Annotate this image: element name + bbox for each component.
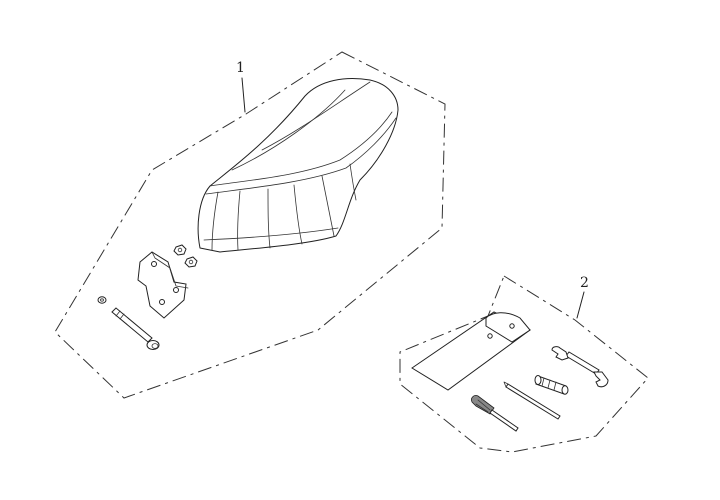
socket-spanner — [534, 375, 569, 395]
pouch-flap — [485, 312, 531, 343]
bolt-head — [146, 340, 160, 350]
callout-1-leader — [241, 77, 246, 113]
bracket-flange — [151, 251, 189, 289]
screwdriver — [471, 395, 519, 432]
callout-1-label: 1 — [236, 60, 245, 76]
callout-2-label: 2 — [580, 275, 589, 291]
group-1-dashed-boundary — [54, 51, 446, 399]
nut-lower — [184, 256, 198, 268]
pouch-grommet-1 — [487, 333, 493, 339]
hinge-nuts — [173, 244, 198, 268]
callout-2-leader — [576, 291, 585, 319]
seat-seam-1 — [211, 191, 219, 251]
wrench-head-left — [551, 346, 569, 361]
pouch-grommet-2 — [509, 323, 515, 329]
bracket-hole-low — [159, 299, 165, 305]
seat-seam-2 — [237, 190, 241, 251]
washer — [97, 296, 107, 304]
socket-ribs — [541, 377, 557, 391]
bolt-thread — [111, 307, 125, 320]
seat-seam-6 — [349, 163, 357, 201]
wrench-body — [565, 351, 600, 375]
seat-seam-3 — [267, 188, 271, 249]
seat-seam-4 — [293, 184, 303, 245]
seat-side-edge — [205, 117, 397, 195]
bolt-head-face — [151, 343, 159, 349]
bracket-hole-top — [151, 261, 157, 267]
seat-upper-rib — [231, 89, 346, 171]
seat-base-line — [203, 227, 339, 241]
group-1-seat-assembly: 1 — [54, 51, 446, 399]
bracket-hole-mid — [173, 287, 179, 293]
washer-outer — [97, 296, 107, 304]
seat-seam-5 — [321, 175, 335, 237]
seat-hinge-bracket — [137, 251, 189, 319]
seat — [197, 78, 399, 253]
seat-mid-rib — [261, 81, 371, 151]
open-end-wrench — [551, 346, 609, 388]
seat-outline — [197, 78, 399, 253]
nut-lower-hole — [188, 259, 194, 265]
group-2-tool-kit: 2 — [399, 275, 649, 453]
socket-end-left — [534, 375, 542, 385]
socket-end-right — [561, 385, 569, 395]
washer-inner — [100, 298, 104, 302]
bracket-plate — [137, 251, 187, 319]
tool-pouch — [411, 311, 531, 391]
tommy-bar-tip — [503, 381, 509, 388]
nut-upper-hole — [177, 247, 183, 253]
tommy-bar — [503, 381, 561, 420]
group-2-dashed-boundary — [399, 275, 649, 453]
seat-top-edge — [209, 111, 393, 187]
hinge-bolt — [111, 307, 160, 350]
wrench-head-right — [593, 371, 609, 388]
nut-upper — [173, 244, 187, 256]
screwdriver-shaft — [489, 409, 519, 432]
screwdriver-handle-grip — [475, 399, 491, 413]
